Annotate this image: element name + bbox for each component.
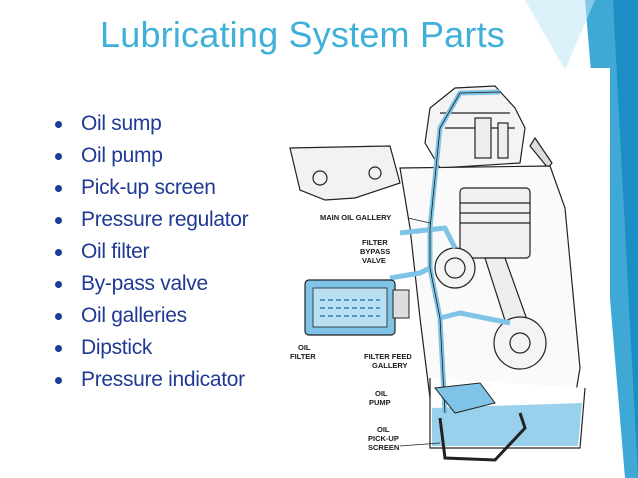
oil-pump-shape [434,382,527,462]
list-item-text: Oil sump [81,112,162,135]
list-item: Oil pump [55,140,248,172]
label-pickup-1: OIL [377,425,390,434]
label-filter-bypass-2: BYPASS [360,247,390,256]
list-item: Pick-up screen [55,172,248,204]
list-item-text: Pick-up screen [81,176,216,199]
label-main-oil-gallery: MAIN OIL GALLERY [320,213,391,222]
label-oil-pump-1: OIL [375,389,388,398]
list-item: Oil galleries [55,300,248,332]
label-oil-filter-2: FILTER [290,352,316,361]
bullet-icon [55,249,62,256]
oil-filter-shape [304,279,410,336]
engine-cutaway-illustration: MAIN OIL GALLERY FILTER BYPASS VALVE OIL… [289,85,586,462]
engine-lubrication-diagram: MAIN OIL GALLERY FILTER BYPASS VALVE OIL… [280,68,610,478]
bullet-icon [55,185,62,192]
list-item: Pressure indicator [55,364,248,396]
list-item: Oil filter [55,236,248,268]
list-item: Oil sump [55,108,248,140]
list-item: Pressure regulator [55,204,249,236]
list-item-text: Oil pump [81,144,163,167]
bullet-icon [55,377,62,384]
label-filter-bypass-3: VALVE [362,256,386,265]
slide-title: Lubricating System Parts [100,14,505,55]
list-item-text: Pressure regulator [81,208,249,231]
list-item-text: Oil galleries [81,304,187,327]
bullet-icon [55,121,62,128]
label-pickup-2: PICK-UP [368,434,399,443]
bullet-icon [55,313,62,320]
bullet-icon [55,345,62,352]
list-item-text: Dipstick [81,336,153,359]
list-item: Dipstick [55,332,248,364]
label-filter-feed-1: FILTER FEED [364,352,412,361]
label-oil-pump-2: PUMP [369,398,391,407]
bullet-icon [55,281,62,288]
list-item-text: Pressure indicator [81,368,245,391]
label-filter-bypass-1: FILTER [362,238,388,247]
parts-list: Oil sump Oil pump Pick-up screen Pressur… [55,108,249,396]
bullet-icon [55,217,62,224]
list-item-text: Oil filter [81,240,150,263]
list-item-text: By-pass valve [81,272,208,295]
list-item: By-pass valve [55,268,248,300]
bullet-icon [55,153,62,160]
label-pickup-3: SCREEN [368,443,399,452]
label-oil-filter-1: OIL [298,343,311,352]
label-filter-feed-2: GALLERY [372,361,408,370]
oil-sump-fill [432,403,582,446]
